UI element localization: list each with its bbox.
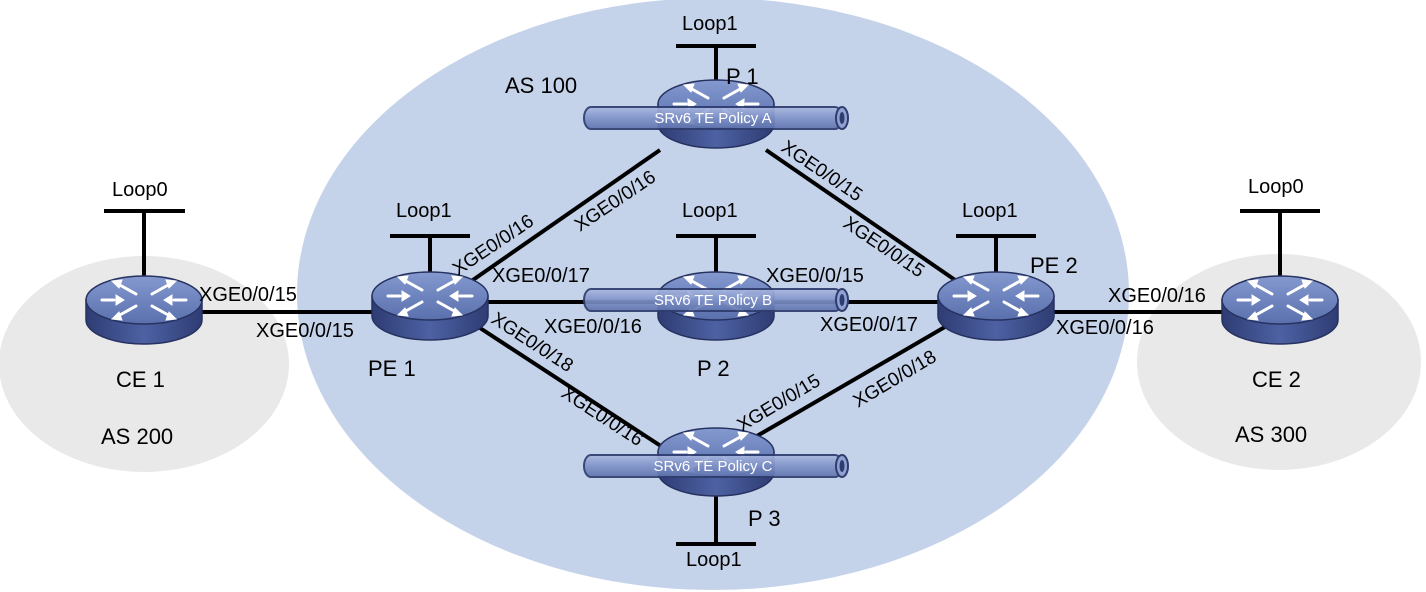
loop-ce1	[104, 209, 185, 285]
device-name-p1: P 1	[726, 64, 759, 89]
device-name-p2: P 2	[697, 356, 730, 381]
loop-p2	[676, 234, 756, 272]
link-pe1-p3	[478, 326, 672, 454]
intf-label-p2-pe2-pe2: XGE0/0/17	[820, 314, 918, 336]
router-icon-ce1[interactable]	[84, 274, 204, 346]
router-icon-pe1[interactable]	[370, 270, 490, 342]
device-name-pe1: PE 1	[368, 356, 416, 381]
router-icon-pe2[interactable]	[936, 270, 1056, 342]
tunnel-c-label: SRv6 TE Policy C	[654, 458, 773, 475]
router-icon-ce2[interactable]	[1220, 274, 1340, 346]
link-pe1-p1	[468, 148, 662, 284]
intf-label-p2-pe2-p2: XGE0/0/15	[766, 265, 864, 287]
device-name-ce2: CE 2	[1252, 367, 1301, 392]
device-name-p3: P 3	[748, 506, 781, 531]
loop-label-p2: Loop1	[682, 200, 738, 222]
loop-label-pe1: Loop1	[396, 200, 452, 222]
as100-label: AS 100	[505, 73, 577, 98]
as200-label: AS 200	[101, 424, 173, 449]
loop-label-ce2: Loop0	[1248, 176, 1304, 198]
loop-pe2	[956, 234, 1036, 272]
loop-label-pe2: Loop1	[962, 200, 1018, 222]
as300-region	[1137, 254, 1421, 470]
intf-label-ce1-pe1-pe1: XGE0/0/15	[256, 320, 354, 342]
intf-label-pe2-ce2-pe2: XGE0/0/16	[1056, 317, 1154, 339]
tunnel-b-label: SRv6 TE Policy B	[654, 292, 772, 309]
intf-label-pe1-p2-pe1: XGE0/0/17	[492, 265, 590, 287]
device-name-ce1: CE 1	[116, 367, 165, 392]
intf-label-pe2-ce2-ce2: XGE0/0/16	[1108, 285, 1206, 307]
loop-pe1	[390, 234, 470, 272]
loop-ce2	[1240, 209, 1320, 285]
loop-label-ce1: Loop0	[112, 179, 168, 201]
link-p3-pe2	[748, 322, 952, 442]
link-p1-pe2	[764, 148, 960, 284]
loop-label-p3: Loop1	[686, 549, 742, 571]
as300-label: AS 300	[1235, 422, 1307, 447]
intf-label-pe1-p2-p2: XGE0/0/16	[544, 316, 642, 338]
loop-label-p1: Loop1	[682, 13, 738, 35]
loop-p3	[676, 490, 756, 546]
intf-label-ce1-pe1-ce1: XGE0/0/15	[199, 284, 297, 306]
tunnel-a-label: SRv6 TE Policy A	[654, 110, 771, 127]
device-name-pe2: PE 2	[1030, 253, 1078, 278]
